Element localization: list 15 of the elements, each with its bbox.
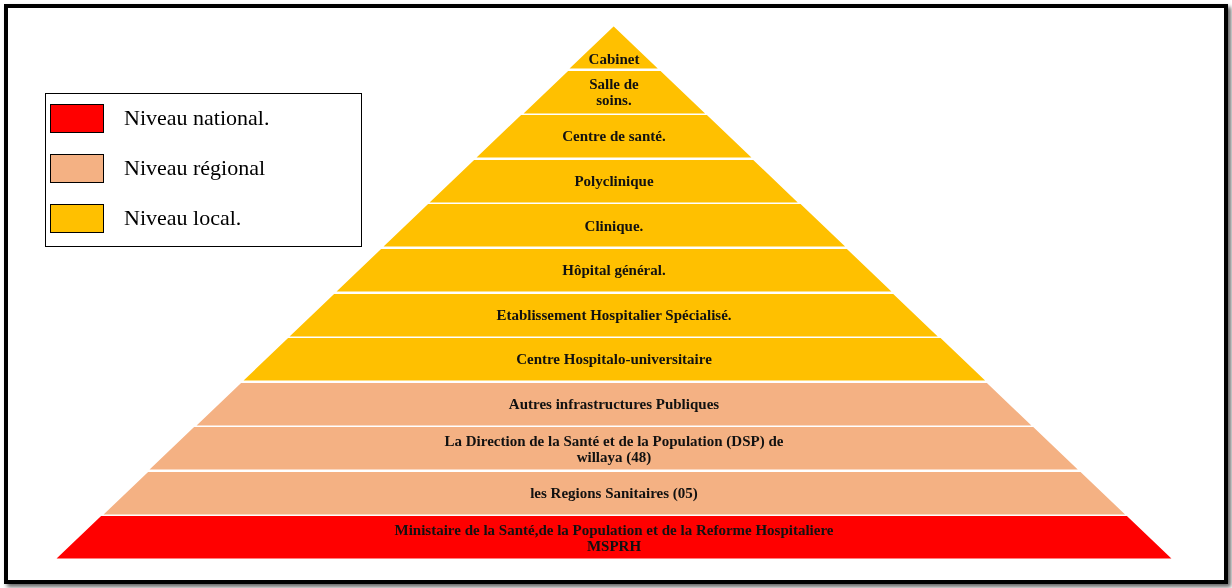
legend-label: Niveau local. — [124, 205, 242, 231]
tier-label: Hôpital général. — [561, 262, 667, 279]
tier-label: Centre Hospitalo-universitaire — [515, 351, 713, 368]
tier-label: les Regions Sanitaires (05) — [529, 485, 699, 502]
legend-label: Niveau national. — [124, 105, 270, 131]
tier-label: Etablissement Hospitalier Spécialisé. — [495, 306, 733, 323]
tier-label: La Direction de la Santé et de la Population (DSP) de willaya (48) — [443, 432, 785, 465]
legend-label: Niveau régional — [124, 155, 266, 181]
tier-label: Cabinet — [587, 50, 641, 67]
tier-label: Ministaire de la Santé,de la Population et de la Reforme Hospitaliere MSPRH — [394, 521, 834, 554]
tier-label: Clinique. — [583, 217, 645, 234]
tier-label: Polyclinique — [573, 173, 655, 190]
tier-label: Autres infrastructures Publiques — [507, 395, 721, 412]
tier-label: Centre de santé. — [561, 128, 667, 145]
tier-label: Salle de soins. — [588, 75, 640, 108]
